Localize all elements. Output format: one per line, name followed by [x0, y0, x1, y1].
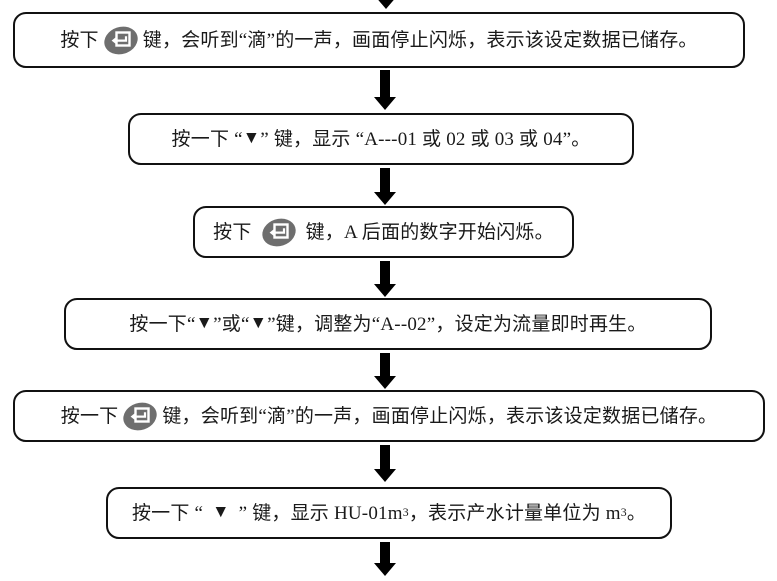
arrow-shaft — [380, 353, 390, 376]
arrow-head — [374, 563, 396, 576]
down-triangle-icon-2: ▼ — [249, 312, 268, 333]
arrow-shaft — [380, 445, 390, 469]
step-press-enter-digit-blink: 按下 键，A 后面的数字开始闪烁。 — [193, 206, 574, 258]
arrow-shaft — [380, 542, 390, 563]
connector-arrow-incoming-top — [374, 0, 398, 9]
step-6-text-part-4: 。 — [626, 502, 647, 524]
step-show-hu-01: 按一下 “ ▼ ” 键，显示 HU-01m 3 ，表示产水计量单位为 m 3 。 — [106, 487, 672, 539]
arrow-shaft — [380, 168, 390, 192]
arrow-head — [374, 469, 396, 482]
enter-key-icon — [120, 397, 161, 435]
step-press-down-show-a: 按一下 “ ▼ ” 键，显示 “A---01 或 02 或 03 或 04”。 — [128, 113, 634, 165]
step-5-text-part-1: 按一下 — [60, 405, 119, 427]
step-2-text-part-1: 按一下 “ — [171, 128, 243, 150]
step-3-text-part-2: 键，A 后面的数字开始闪烁。 — [305, 221, 554, 243]
down-triangle-icon: ▼ — [242, 127, 261, 148]
step-2-text-part-2: ” 键，显示 “A---01 或 02 或 03 或 04”。 — [260, 128, 591, 150]
step-press-enter-save-2: 按一下 键，会听到“滴”的一声，画面停止闪烁，表示该设定数据已储存。 — [13, 390, 765, 442]
step-6-text-part-1: 按一下 “ — [131, 502, 204, 524]
step-4-text-part-3: ”键，调整为“A--02”，设定为流量即时再生。 — [267, 313, 647, 335]
step-3-text: 按下 键，A 后面的数字开始闪烁。 — [213, 213, 554, 251]
step-5-text-part-2: 键，会听到“滴”的一声，画面停止闪烁，表示该设定数据已储存。 — [162, 405, 718, 427]
arrow-head — [374, 284, 396, 297]
step-4-text-part-1: 按一下“ — [129, 313, 196, 335]
enter-key-glyph — [111, 30, 131, 47]
arrow-shaft — [380, 70, 390, 97]
step-1-text-part-1: 按下 — [60, 29, 99, 51]
enter-key-icon — [258, 213, 299, 251]
step-5-text: 按一下 键，会听到“滴”的一声，画面停止闪烁，表示该设定数据已储存。 — [60, 397, 718, 435]
step-4-text-part-2: ”或“ — [213, 313, 250, 335]
arrow-head — [374, 97, 396, 110]
enter-key-glyph — [130, 406, 151, 423]
arrow-head — [374, 192, 396, 205]
arrow-head — [374, 376, 396, 389]
step-2-text: 按一下 “ ▼ ” 键，显示 “A---01 或 02 或 03 或 04”。 — [171, 127, 591, 150]
step-3-text-part-1: 按下 — [213, 221, 252, 243]
arrow-shaft — [380, 261, 390, 284]
step-1-text-part-2: 键，会听到“滴”的一声，画面停止闪烁，表示该设定数据已储存。 — [142, 29, 698, 51]
down-triangle-icon: ▼ — [212, 501, 230, 522]
down-triangle-icon-1: ▼ — [195, 312, 214, 333]
enter-key-glyph — [269, 222, 289, 239]
step-6-text: 按一下 “ ▼ ” 键，显示 HU-01m 3 ，表示产水计量单位为 m 3 。 — [131, 501, 647, 524]
enter-key-icon — [100, 21, 142, 59]
arrowhead-incoming — [374, 0, 398, 9]
step-6-text-part-2: ” 键，显示 HU-01m — [238, 502, 403, 524]
step-press-enter-save-1: 按下 键，会听到“滴”的一声，画面停止闪烁，表示该设定数据已储存。 — [13, 12, 745, 68]
step-1-text: 按下 键，会听到“滴”的一声，画面停止闪烁，表示该设定数据已储存。 — [60, 21, 698, 59]
step-6-text-part-3: ，表示产水计量单位为 m — [408, 502, 621, 524]
step-adjust-to-a-02: 按一下“ ▼ ”或“ ▼ ”键，调整为“A--02”，设定为流量即时再生。 — [64, 298, 712, 350]
step-4-text: 按一下“ ▼ ”或“ ▼ ”键，调整为“A--02”，设定为流量即时再生。 — [129, 312, 647, 335]
